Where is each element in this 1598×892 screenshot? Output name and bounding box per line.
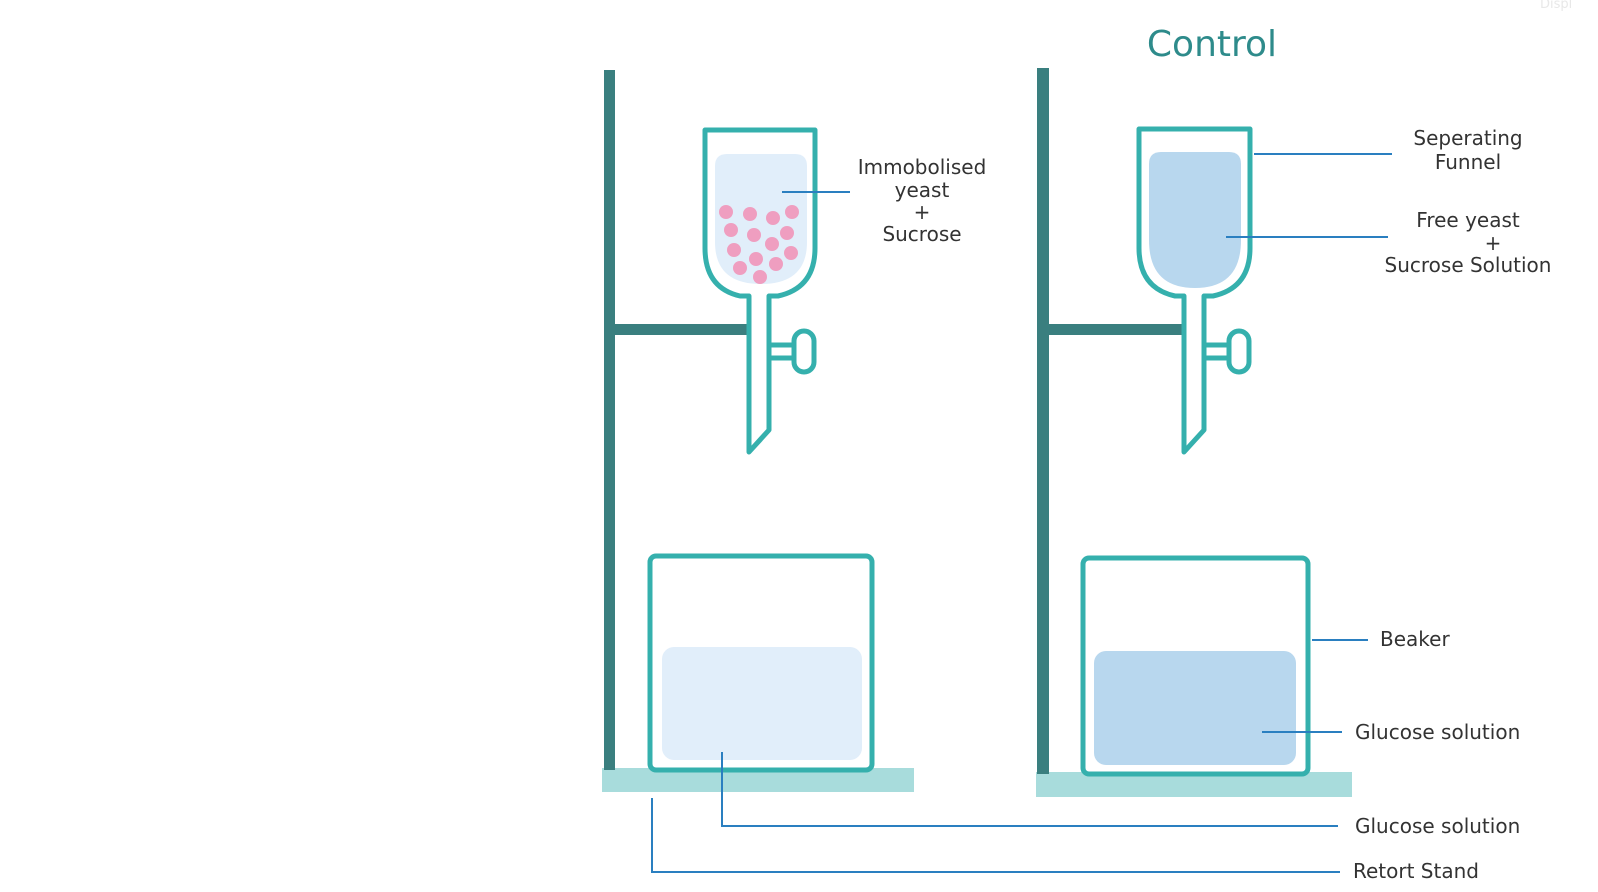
- left-apparatus: [602, 70, 914, 792]
- left-beaker-outline: [647, 553, 875, 773]
- right-stand-pole: [1037, 68, 1049, 774]
- right-stand-clamp-arm: [1046, 324, 1182, 335]
- label-separating-funnel-line1: Seperating: [1413, 126, 1522, 150]
- yeast-bead: [747, 228, 761, 242]
- yeast-bead: [785, 205, 799, 219]
- label-beaker: Beaker: [1380, 627, 1450, 651]
- label-immobilised-line4: Sucrose: [882, 222, 961, 246]
- diagram-title: Control: [1147, 24, 1277, 65]
- left-separating-funnel: [702, 127, 818, 455]
- right-beaker: [1080, 555, 1311, 777]
- label-separating-funnel-line2: Funnel: [1435, 150, 1501, 174]
- label-immobilised-line2: yeast: [895, 178, 950, 202]
- left-beaker: [647, 553, 875, 773]
- label-free-yeast-line1: Free yeast: [1416, 208, 1520, 232]
- labels: Immobolised yeast + Sucrose Seperating F…: [858, 126, 1552, 883]
- yeast-bead: [784, 246, 798, 260]
- left-stopcock-stem: [770, 342, 792, 361]
- right-apparatus: [1036, 68, 1352, 797]
- right-beaker-outline: [1080, 555, 1311, 777]
- yeast-bead: [769, 257, 783, 271]
- label-immobilised-line3: +: [914, 200, 931, 224]
- left-stopcock-handle: [791, 328, 817, 375]
- right-beaker-liquid: [1094, 651, 1296, 765]
- yeast-bead: [719, 205, 733, 219]
- label-retort-stand: Retort Stand: [1353, 859, 1479, 883]
- right-stopcock-handle: [1226, 328, 1252, 375]
- yeast-bead: [765, 237, 779, 251]
- right-separating-funnel: [1136, 126, 1253, 455]
- label-glucose-bottom: Glucose solution: [1355, 814, 1520, 838]
- yeast-bead: [749, 252, 763, 266]
- right-funnel-liquid: [1149, 152, 1241, 288]
- label-immobilised-line1: Immobolised: [858, 155, 987, 179]
- left-funnel-outline: [702, 127, 818, 455]
- left-stand-clamp-arm: [612, 324, 748, 335]
- yeast-bead: [753, 270, 767, 284]
- right-funnel-outline: [1136, 126, 1253, 455]
- corner-text: Displ: [1540, 0, 1572, 12]
- leader-lines: [651, 153, 1392, 873]
- right-stopcock-stem: [1205, 342, 1227, 361]
- left-yeast-beads: [719, 205, 799, 284]
- yeast-bead: [724, 223, 738, 237]
- yeast-bead: [743, 207, 757, 221]
- left-funnel-liquid: [715, 154, 807, 284]
- yeast-bead: [733, 261, 747, 275]
- label-free-yeast-line3: Sucrose Solution: [1385, 253, 1552, 277]
- leader-retort-stand: [651, 798, 1340, 873]
- label-free-yeast-line2: +: [1485, 231, 1502, 255]
- yeast-bead: [766, 211, 780, 225]
- leader-glucose-bottom: [721, 752, 1338, 827]
- yeast-bead: [727, 243, 741, 257]
- left-stand-pole: [604, 70, 615, 770]
- label-glucose-right: Glucose solution: [1355, 720, 1520, 744]
- left-beaker-liquid: [662, 647, 862, 760]
- yeast-bead: [780, 226, 794, 240]
